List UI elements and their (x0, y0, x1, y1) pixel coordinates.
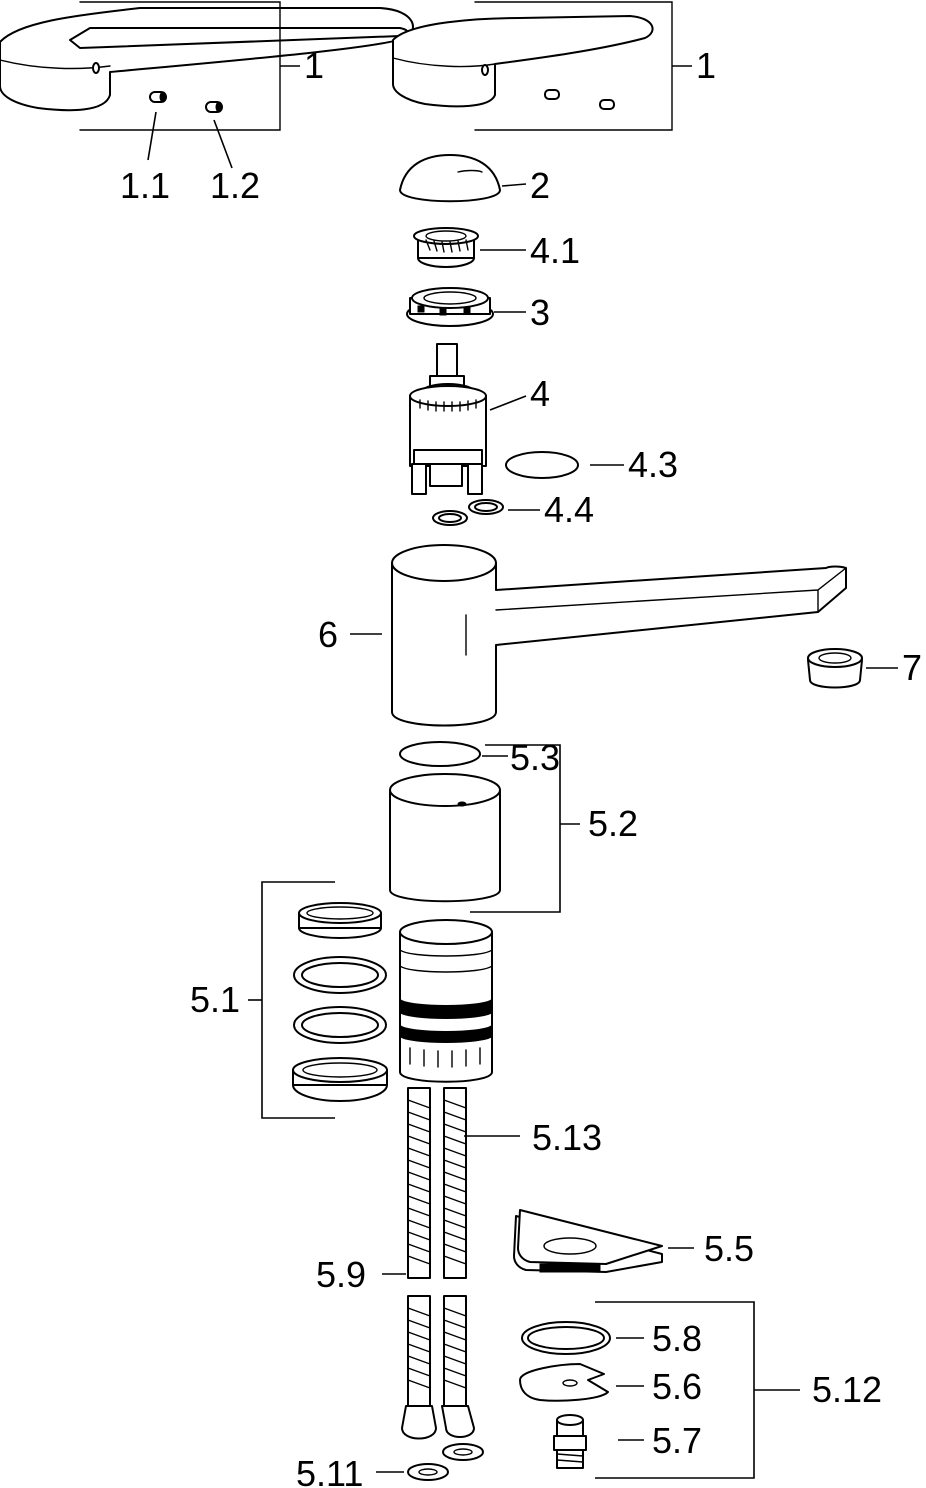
screw-1-2 (205, 101, 223, 113)
lever-handle-solid (392, 1, 673, 131)
retaining-nut (406, 287, 494, 327)
flex-hose-left (401, 1087, 437, 1440)
label-5-11: 5.11 (296, 1453, 363, 1488)
gasket-pair-5-11 (407, 1443, 484, 1481)
label-5-9: 5.9 (316, 1254, 366, 1295)
label-5-2: 5.2 (588, 803, 638, 844)
cover-cap (399, 154, 501, 203)
label-7: 7 (902, 647, 922, 688)
label-5-6: 5.6 (652, 1366, 702, 1407)
label-5-12: 5.12 (812, 1369, 882, 1410)
label-1-a: 1 (304, 45, 324, 86)
label-6: 6 (318, 614, 338, 655)
label-4-3: 4.3 (628, 444, 678, 485)
label-5-5: 5.5 (704, 1228, 754, 1269)
mounting-plate (513, 1209, 663, 1273)
label-5-8: 5.8 (652, 1318, 702, 1359)
mounting-stem (399, 919, 493, 1083)
washer-5-6 (519, 1363, 609, 1402)
flex-hose-right (441, 1087, 475, 1438)
label-1-1: 1.1 (120, 165, 170, 206)
label-5-7: 5.7 (652, 1420, 702, 1461)
aerator (807, 648, 863, 689)
faucet-body (391, 544, 847, 727)
screw-1-1 (149, 91, 167, 103)
label-5-3: 5.3 (510, 737, 560, 778)
label-5-1: 5.1 (190, 979, 240, 1020)
label-4: 4 (530, 373, 550, 414)
label-1-2: 1.2 (210, 165, 260, 206)
label-4-4: 4.4 (544, 489, 594, 530)
seal-pair-4-4 (432, 499, 504, 526)
oring-4-3 (505, 451, 579, 479)
oring-5-3 (399, 741, 481, 767)
body-sleeve (389, 773, 501, 903)
splined-adapter (413, 227, 479, 268)
label-4-1: 4.1 (530, 230, 580, 271)
ring-set-5-1 (292, 902, 388, 1102)
threaded-fitting-5-7 (553, 1414, 587, 1469)
label-5-13: 5.13 (532, 1117, 602, 1158)
oring-5-8 (521, 1321, 611, 1355)
label-3: 3 (530, 292, 550, 333)
label-1-b: 1 (696, 45, 716, 86)
ceramic-cartridge (409, 343, 487, 495)
label-2: 2 (530, 165, 550, 206)
